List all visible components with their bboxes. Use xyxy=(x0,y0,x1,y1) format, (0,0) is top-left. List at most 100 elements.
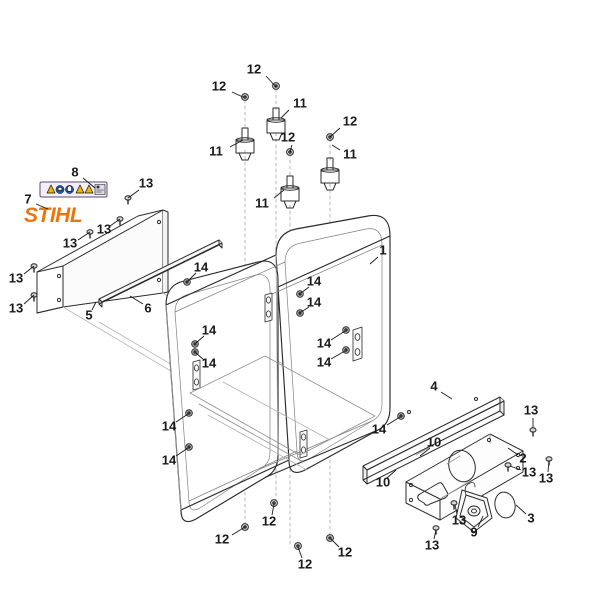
callout-number: 14 xyxy=(317,354,332,369)
warning-triangle-icon xyxy=(46,184,56,194)
callout-5: 5 xyxy=(85,301,97,322)
callout-14: 14 xyxy=(195,322,217,344)
callout-number: 9 xyxy=(470,524,477,539)
callout-14: 14 xyxy=(195,352,217,370)
callout-leader-line xyxy=(300,306,310,313)
callout-number: 8 xyxy=(71,164,78,179)
callout-leader-line xyxy=(77,231,91,241)
callout-number: 5 xyxy=(85,307,92,322)
callout-number: 12 xyxy=(298,556,312,571)
callout-11: 11 xyxy=(280,95,307,119)
bolt xyxy=(342,346,350,354)
warning-triangle-icon xyxy=(75,184,85,194)
callout-4: 4 xyxy=(430,378,453,400)
callout-leader-line xyxy=(109,218,121,227)
callout-13: 13 xyxy=(97,218,121,236)
callout-12: 12 xyxy=(297,546,312,571)
callout-14: 14 xyxy=(162,413,189,433)
callout-leader-line xyxy=(280,109,290,119)
callout-leader-line xyxy=(440,391,453,400)
callout-10: 10 xyxy=(376,469,397,489)
callout-leader-line xyxy=(331,144,341,151)
warning-triangle-icon xyxy=(84,184,94,194)
callout-leader-line xyxy=(297,546,303,559)
diagram-geometry xyxy=(30,82,553,550)
callout-leader-line xyxy=(265,75,277,88)
callout-number: 13 xyxy=(425,537,439,552)
vibration-mount-a xyxy=(235,127,255,161)
callout-number: 6 xyxy=(144,300,151,315)
callout-13: 13 xyxy=(425,529,439,552)
callout-12: 12 xyxy=(329,113,357,138)
callout-leader-line xyxy=(82,177,96,189)
cross-rail-part6 xyxy=(98,239,223,308)
hex-nut xyxy=(241,523,249,531)
callout-13: 13 xyxy=(63,231,91,250)
callout-leader-line xyxy=(433,529,437,540)
callout-leader-line xyxy=(231,526,246,536)
callout-leader-line xyxy=(507,447,519,456)
screw xyxy=(450,500,458,510)
callout-7: 7 xyxy=(24,191,49,210)
hex-nut xyxy=(270,499,278,507)
callout-6: 6 xyxy=(129,295,152,315)
callout-number: 13 xyxy=(9,300,23,315)
callout-13: 13 xyxy=(9,294,35,315)
callout-number: 14 xyxy=(162,452,177,467)
callout-number: 11 xyxy=(343,146,357,161)
callout-number: 14 xyxy=(202,355,217,370)
stihl-logo: STIHL xyxy=(24,204,83,227)
callout-2: 2 xyxy=(507,447,527,465)
callout-14: 14 xyxy=(162,447,189,467)
callout-10: 10 xyxy=(419,434,441,457)
callout-leader-line xyxy=(23,294,35,305)
callout-number: 14 xyxy=(162,418,177,433)
callout-number: 13 xyxy=(539,470,553,485)
callout-leader-line xyxy=(386,416,401,426)
callout-leader-line xyxy=(419,447,431,457)
callout-number: 4 xyxy=(430,378,438,393)
callout-leader-line xyxy=(329,127,341,138)
callout-number: 13 xyxy=(522,464,536,479)
callout-number: 14 xyxy=(194,259,209,274)
hex-nut-group-bottom xyxy=(241,499,334,550)
callout-number: 1 xyxy=(379,242,386,257)
frame-mount-tabs xyxy=(192,292,363,459)
callout-number: 3 xyxy=(527,510,534,525)
grommet-cover-part9 xyxy=(455,482,493,533)
callout-leader-line xyxy=(515,504,527,515)
callout-number: 14 xyxy=(307,273,322,288)
callout-leader-line xyxy=(547,460,550,473)
callout-number: 10 xyxy=(427,434,441,449)
side-panel-part2 xyxy=(405,433,524,521)
vibration-mount-c xyxy=(280,175,300,209)
stihl-logo-text: STIHL xyxy=(24,204,82,227)
callout-leader-line xyxy=(195,352,205,361)
callout-leader-line xyxy=(195,335,205,344)
hex-nut xyxy=(272,82,280,90)
screw xyxy=(504,462,512,472)
callout-13: 13 xyxy=(452,504,466,527)
callout-12: 12 xyxy=(281,129,295,153)
callout-12: 12 xyxy=(247,61,277,88)
callout-14: 14 xyxy=(317,330,346,350)
oval-gasket-part3 xyxy=(494,491,516,519)
callout-leader-line xyxy=(229,139,244,148)
callout-leader-line xyxy=(369,256,379,265)
tubular-frame-part1 xyxy=(165,214,391,523)
callout-leader-line xyxy=(289,144,293,153)
callout-leader-line xyxy=(127,189,140,199)
callout-13: 13 xyxy=(539,460,553,485)
callout-leader-line xyxy=(91,301,97,311)
callout-14: 14 xyxy=(317,350,346,369)
callout-12: 12 xyxy=(212,78,246,99)
warning-decal-part8 xyxy=(39,181,108,198)
callout-number: 12 xyxy=(215,531,229,546)
callout-number: 7 xyxy=(24,191,31,206)
callout-14: 14 xyxy=(300,273,322,294)
upper-rail-part4 xyxy=(362,396,505,485)
callout-number: 13 xyxy=(524,402,538,417)
callout-number: 14 xyxy=(202,322,217,337)
